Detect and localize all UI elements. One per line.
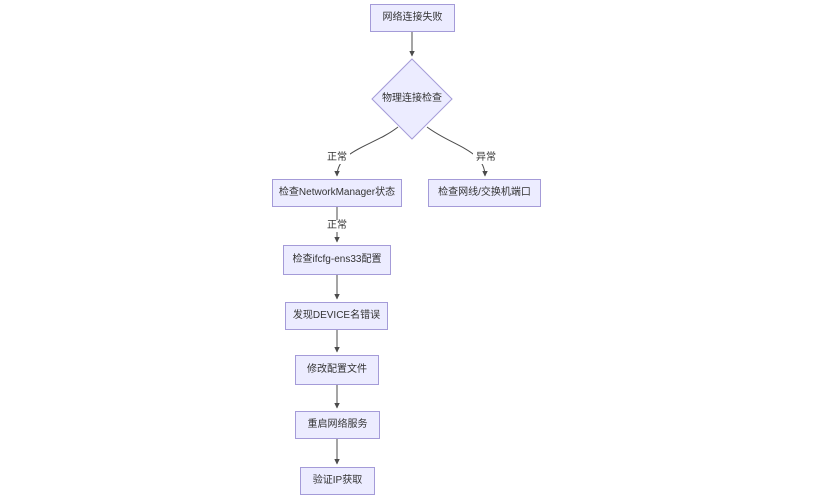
- node-check-cable-switch: 检查网线/交换机端口: [428, 179, 541, 207]
- edge-label-normal-down: 正常: [324, 220, 350, 232]
- node-verify-ip: 验证IP获取: [300, 467, 375, 495]
- node-check-networkmanager: 检查NetworkManager状态: [272, 179, 402, 207]
- node-physical-check: 物理连接检查: [372, 85, 452, 113]
- node-device-error: 发现DEVICE名错误: [285, 302, 388, 330]
- edge-label-abnormal-right: 异常: [473, 152, 499, 164]
- node-check-ifcfg-label: 检查ifcfg-ens33配置: [292, 254, 382, 265]
- node-restart-network: 重启网络服务: [295, 411, 380, 439]
- node-device-error-label: 发现DEVICE名错误: [292, 310, 381, 321]
- node-network-failure-label: 网络连接失败: [382, 12, 443, 23]
- node-check-networkmanager-label: 检查NetworkManager状态: [278, 187, 396, 198]
- node-verify-ip-label: 验证IP获取: [312, 475, 363, 486]
- node-check-ifcfg: 检查ifcfg-ens33配置: [283, 245, 391, 275]
- node-modify-config-label: 修改配置文件: [307, 364, 367, 375]
- node-physical-check-label: 物理连接检查: [382, 93, 442, 104]
- node-network-failure: 网络连接失败: [370, 4, 455, 32]
- node-restart-network-label: 重启网络服务: [307, 419, 368, 430]
- node-modify-config: 修改配置文件: [295, 355, 379, 385]
- edge-label-normal-left: 正常: [324, 152, 350, 164]
- node-check-cable-switch-label: 检查网线/交换机端口: [438, 187, 531, 198]
